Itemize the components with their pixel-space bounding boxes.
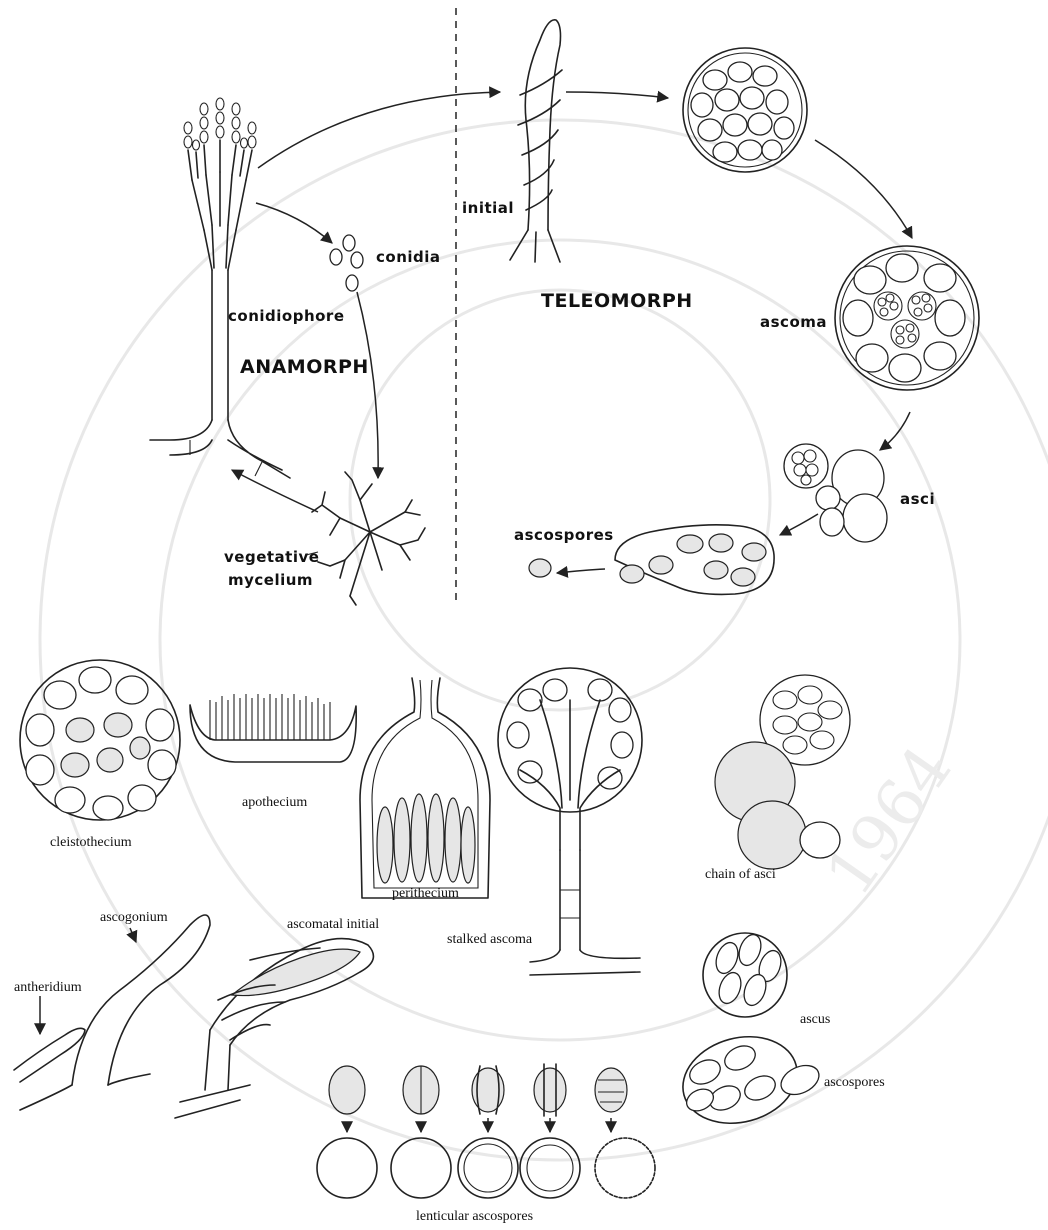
ascus-drawing xyxy=(703,932,787,1017)
label-initial: initial xyxy=(462,199,514,217)
label-perithecium: perithecium xyxy=(392,886,459,901)
cycle-arrows xyxy=(232,92,912,573)
label-conidia: conidia xyxy=(376,248,441,266)
lenticular-ascospores-drawing xyxy=(317,1064,655,1198)
label-asci: asci xyxy=(900,490,935,508)
label-apothecium: apothecium xyxy=(242,795,307,810)
label-cleistothecium: cleistothecium xyxy=(50,835,132,850)
label-vegetative: vegetative xyxy=(224,548,319,566)
conidia-drawing xyxy=(330,235,363,291)
young-ascoma-drawing xyxy=(683,48,807,172)
label-antheridium: antheridium xyxy=(14,980,82,995)
ascogonium-antheridium-drawing xyxy=(14,915,210,1110)
cleistothecium-drawing xyxy=(20,660,180,820)
conidiophore-drawing xyxy=(150,98,290,478)
label-mycelium: mycelium xyxy=(228,571,313,589)
label-lenticular-ascospores: lenticular ascospores xyxy=(416,1209,533,1224)
stalked-ascoma-drawing xyxy=(498,668,642,975)
apothecium-drawing xyxy=(190,694,356,762)
label-ascoma: ascoma xyxy=(760,313,827,331)
watermark-year: 1964 xyxy=(812,733,966,909)
label-ascus: ascus xyxy=(800,1012,830,1027)
ascomatal-initial-top-drawing xyxy=(510,20,562,262)
label-ascospores-top: ascospores xyxy=(514,526,614,544)
ascus-with-ascospores-drawing xyxy=(673,1024,824,1135)
label-ascomatal-initial: ascomatal initial xyxy=(287,917,379,932)
label-ascospores-bottom: ascospores xyxy=(824,1075,885,1090)
label-stalked-ascoma: stalked ascoma xyxy=(447,932,533,947)
ascoma-drawing xyxy=(835,246,979,390)
label-teleomorph: TELEOMORPH xyxy=(541,290,693,312)
perithecium-drawing xyxy=(360,678,490,898)
label-chain-of-asci: chain of asci xyxy=(705,867,776,882)
label-anamorph: ANAMORPH xyxy=(240,356,369,378)
chain-of-asci-drawing xyxy=(715,675,850,869)
label-ascogonium: ascogonium xyxy=(100,910,168,925)
asci-drawing xyxy=(784,444,887,542)
label-conidiophore: conidiophore xyxy=(228,307,345,325)
